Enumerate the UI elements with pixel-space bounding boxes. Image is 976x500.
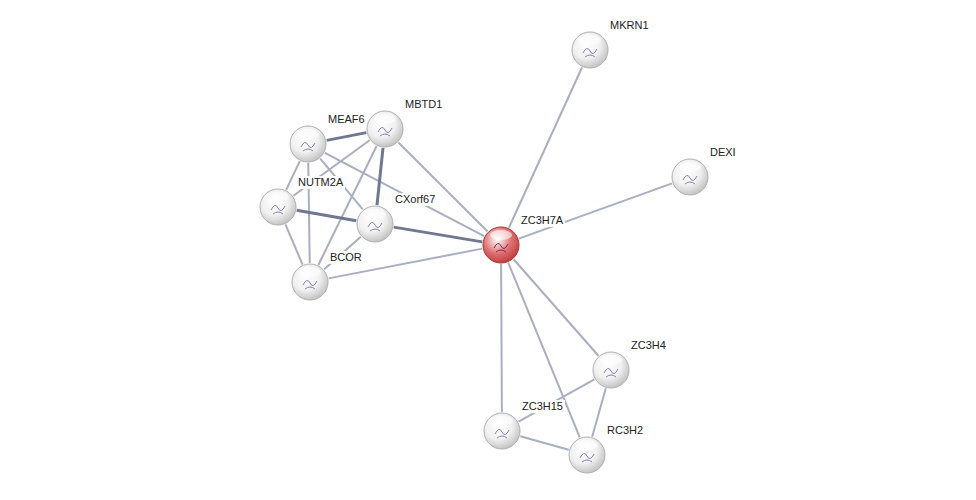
interaction-edge bbox=[508, 263, 580, 438]
structure-icon bbox=[494, 243, 508, 252]
protein-label: CXorf67 bbox=[393, 193, 437, 206]
node-circle bbox=[290, 126, 326, 162]
node-circle bbox=[367, 111, 403, 147]
interaction-edge bbox=[297, 210, 357, 220]
interaction-edge bbox=[519, 183, 672, 238]
protein-label: BCOR bbox=[328, 251, 364, 264]
node-circle bbox=[260, 189, 296, 225]
interaction-edge bbox=[592, 388, 606, 436]
protein-node: MEAF6 bbox=[289, 125, 327, 163]
sphere-highlight bbox=[576, 440, 598, 450]
node-circle bbox=[569, 437, 605, 473]
protein-label: ZC3H4 bbox=[629, 339, 668, 352]
sphere-highlight bbox=[491, 416, 513, 426]
sphere-highlight bbox=[297, 129, 319, 139]
structure-icon bbox=[495, 429, 509, 438]
protein-label: NUTM2A bbox=[296, 176, 345, 189]
sphere-highlight bbox=[490, 230, 512, 240]
sphere-highlight bbox=[579, 35, 601, 45]
protein-node: BCOR bbox=[291, 263, 329, 301]
node-sphere bbox=[571, 31, 609, 69]
node-circle bbox=[357, 206, 393, 242]
interaction-edge bbox=[500, 264, 503, 412]
interaction-edge bbox=[519, 379, 595, 421]
protein-node: ZC3H15 bbox=[483, 412, 521, 450]
interaction-edge bbox=[377, 148, 383, 205]
node-sphere bbox=[291, 263, 329, 301]
node-sphere bbox=[592, 351, 630, 389]
structure-icon bbox=[580, 453, 594, 462]
node-circle bbox=[292, 264, 328, 300]
protein-node: MBTD1 bbox=[366, 110, 404, 148]
node-sphere bbox=[483, 412, 521, 450]
sphere-highlight bbox=[267, 192, 289, 202]
sphere-highlight bbox=[600, 355, 622, 365]
node-sphere bbox=[482, 226, 520, 264]
protein-node: RC3H2 bbox=[568, 436, 606, 474]
protein-label: ZC3H15 bbox=[520, 400, 565, 413]
protein-node: CXorf67 bbox=[356, 205, 394, 243]
node-circle bbox=[593, 352, 629, 388]
protein-node: MKRN1 bbox=[571, 31, 609, 69]
node-sphere bbox=[289, 125, 327, 163]
node-circle bbox=[672, 159, 708, 195]
protein-label: MEAF6 bbox=[326, 113, 367, 126]
sphere-highlight bbox=[299, 267, 321, 277]
protein-label: MKRN1 bbox=[608, 19, 651, 32]
structure-icon bbox=[604, 368, 618, 377]
interaction-edge bbox=[509, 67, 582, 227]
structure-icon bbox=[583, 48, 597, 57]
protein-node: ZC3H7A bbox=[482, 226, 520, 264]
protein-label: ZC3H7A bbox=[519, 214, 565, 227]
structure-icon bbox=[301, 142, 315, 151]
protein-node: ZC3H4 bbox=[592, 351, 630, 389]
interaction-edge bbox=[398, 142, 487, 231]
sphere-highlight bbox=[679, 162, 701, 172]
node-sphere bbox=[356, 205, 394, 243]
structure-icon bbox=[378, 127, 392, 136]
protein-label: RC3H2 bbox=[605, 424, 645, 437]
node-sphere bbox=[366, 110, 404, 148]
interaction-edge bbox=[520, 436, 568, 450]
interaction-edge bbox=[329, 249, 483, 279]
protein-node: DEXI bbox=[671, 158, 709, 196]
interaction-edge bbox=[327, 133, 367, 141]
protein-node: NUTM2A bbox=[259, 188, 297, 226]
structure-icon bbox=[368, 222, 382, 231]
structure-icon bbox=[271, 205, 285, 214]
protein-label: DEXI bbox=[708, 146, 738, 159]
node-circle bbox=[484, 413, 520, 449]
node-sphere bbox=[671, 158, 709, 196]
node-sphere bbox=[259, 188, 297, 226]
interaction-edge bbox=[394, 227, 483, 242]
structure-icon bbox=[683, 175, 697, 184]
node-circle bbox=[572, 32, 608, 68]
interaction-edge bbox=[318, 146, 376, 265]
protein-label: MBTD1 bbox=[403, 98, 444, 111]
structure-icon bbox=[303, 280, 317, 289]
sphere-highlight bbox=[374, 114, 396, 124]
sphere-highlight bbox=[364, 209, 386, 219]
node-sphere bbox=[568, 436, 606, 474]
node-circle bbox=[483, 227, 519, 263]
interaction-edge bbox=[285, 224, 302, 264]
interaction-edge bbox=[325, 153, 484, 236]
